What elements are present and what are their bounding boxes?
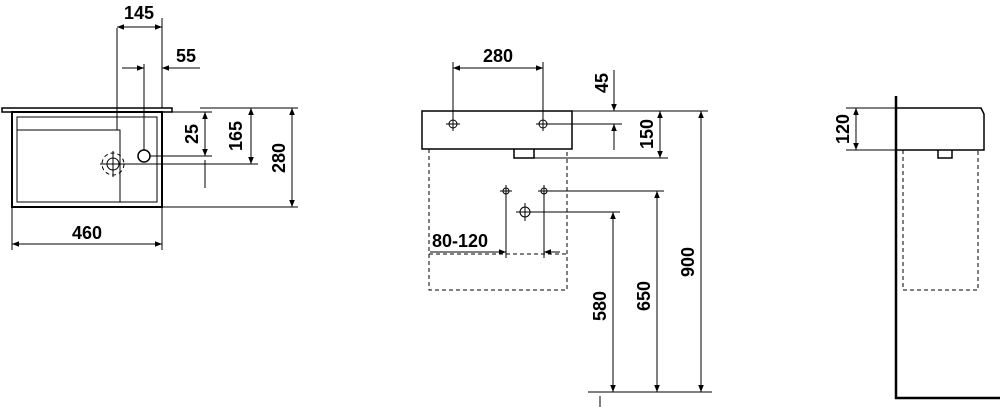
dim-label-80-120: 80-120 [432, 231, 488, 251]
dim-label-145: 145 [124, 3, 154, 23]
dim-label-580: 580 [590, 291, 610, 321]
dim-900: 900 [668, 110, 708, 392]
basin-inner-bowl [16, 129, 121, 203]
dim-25: 25 [150, 111, 212, 188]
drain-outlet [513, 149, 535, 159]
fixing-hole-icon [446, 117, 460, 131]
dim-label-650: 650 [634, 281, 654, 311]
dim-label-460: 460 [72, 223, 102, 243]
dim-label-25: 25 [182, 124, 202, 144]
dim-650: 650 [550, 190, 664, 392]
dim-label-150: 150 [637, 119, 657, 149]
basin-deck [16, 116, 158, 203]
dim-120: 120 [833, 107, 896, 151]
vanity-unit-side-dashed [902, 150, 979, 291]
dim-460: 460 [11, 207, 163, 250]
dim-150: 150 [534, 110, 668, 159]
basin-front-outline [421, 110, 573, 150]
dim-label-55: 55 [176, 46, 196, 66]
dim-label-280-spacing: 280 [483, 46, 513, 66]
dim-580: 580 [532, 211, 620, 392]
dim-145: 145 [116, 3, 163, 130]
wall-line [894, 96, 1000, 400]
dim-label-280-depth: 280 [269, 143, 289, 173]
dim-label-900: 900 [678, 247, 698, 277]
dim-label-120: 120 [833, 114, 853, 144]
dim-45: 45 [548, 70, 622, 150]
dim-label-45: 45 [592, 73, 612, 93]
dim-280-depth: 280 [162, 107, 298, 208]
front-view: 280 45 150 80-120 580 [421, 46, 712, 407]
dim-165: 165 [126, 107, 258, 165]
basin-side-outline [896, 107, 985, 151]
tap-hole-icon [137, 149, 151, 163]
top-view: 145 55 25 165 280 [1, 3, 298, 250]
drain-icon [100, 151, 126, 177]
drain-outlet-side [937, 150, 953, 159]
dim-280-spacing: 280 [452, 46, 544, 118]
waste-connection-icon [516, 203, 534, 221]
dim-55: 55 [122, 46, 200, 150]
dim-label-165: 165 [226, 121, 246, 151]
basin-outline [11, 111, 163, 208]
vanity-unit-dashed [428, 149, 568, 291]
fixing-hole-icon [536, 117, 550, 131]
side-view: 120 [833, 96, 1000, 400]
dim-80-120: 80-120 [430, 195, 560, 258]
